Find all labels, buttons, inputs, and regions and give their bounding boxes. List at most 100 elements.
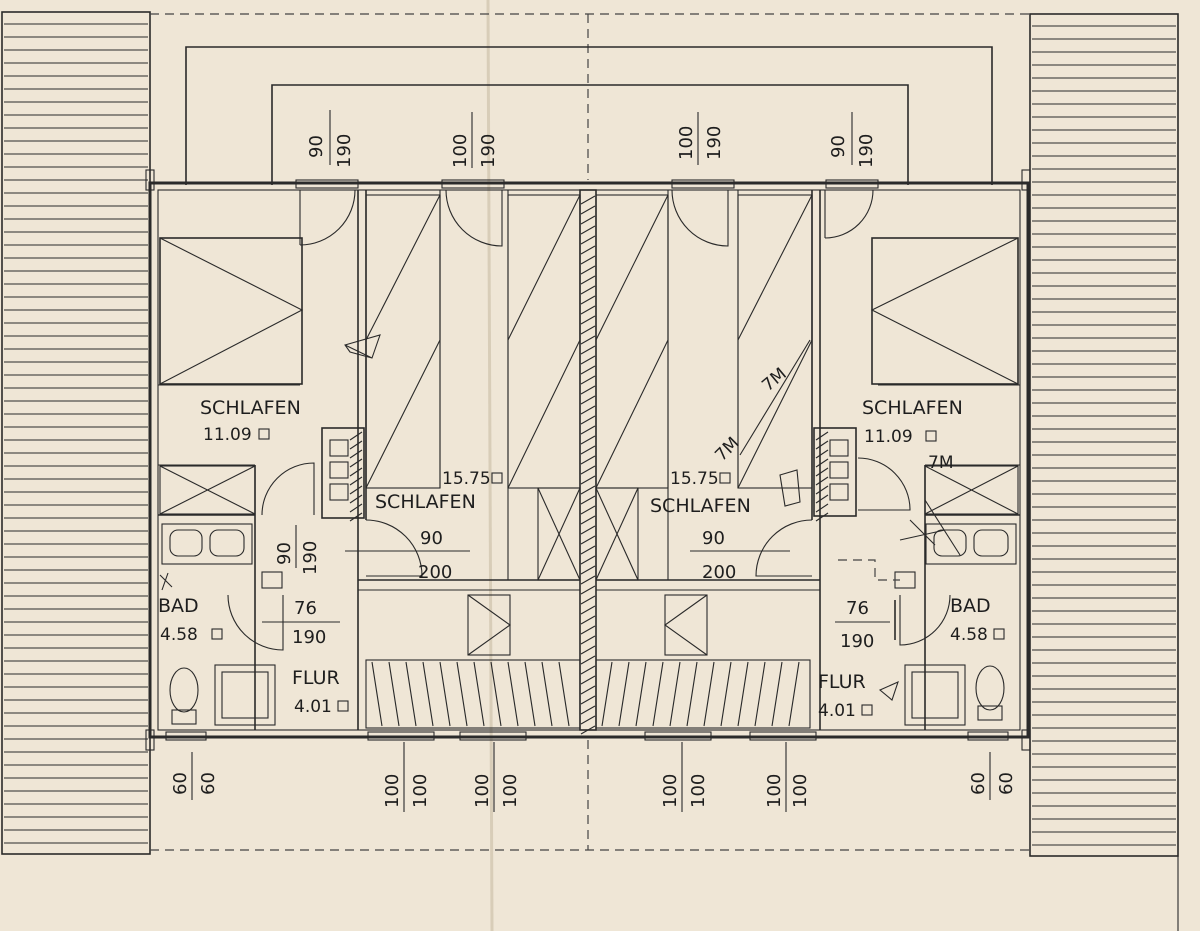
pencil-note-3: 7M — [711, 433, 743, 465]
wardrobe-right-1 — [595, 194, 669, 489]
paper-fold — [486, 0, 494, 931]
wall-hatch-line — [580, 225, 596, 235]
dim-flur-door-right: 76 190 — [835, 598, 890, 652]
wall-hatch-line — [580, 285, 596, 295]
wall-hatch-line — [580, 325, 596, 335]
stair-step — [388, 661, 400, 727]
wardrobe-left-1 — [365, 194, 441, 489]
stair-step — [771, 661, 783, 727]
wall-hatch-line — [580, 575, 596, 585]
wall-hatch-line — [580, 545, 596, 555]
wall-hatch-line — [580, 435, 596, 445]
room-schlafen-right-name: SCHLAFEN — [862, 397, 963, 419]
stair-step — [703, 661, 715, 727]
svg-text:190: 190 — [704, 126, 725, 160]
doors — [227, 189, 951, 651]
svg-text:190: 190 — [292, 627, 326, 648]
chimney-hatch-line — [349, 458, 363, 468]
sink-left — [161, 523, 253, 565]
wall-hatch-line — [580, 415, 596, 425]
roof-right — [1029, 13, 1179, 857]
chimney-hatch-line — [349, 512, 363, 522]
wall-hatch-line — [580, 635, 596, 645]
svg-text:90: 90 — [420, 528, 443, 549]
svg-text:60: 60 — [968, 772, 989, 795]
chimney-hatch-line — [349, 503, 363, 513]
chimney-right — [813, 427, 857, 522]
svg-text:100: 100 — [382, 774, 403, 808]
svg-text:190: 190 — [478, 134, 499, 168]
room-schlafen-kind-left-area: 15.75 — [442, 469, 491, 489]
pencil-marks — [159, 334, 961, 701]
svg-text:100: 100 — [500, 774, 521, 808]
dashed-outline — [150, 13, 1179, 931]
stair-step — [652, 661, 664, 727]
wall-hatch-line — [580, 695, 596, 705]
chimney-hatch-line — [349, 485, 363, 495]
wall-hatch-line — [580, 685, 596, 695]
svg-text:100: 100 — [688, 774, 709, 808]
party-wall — [579, 189, 597, 735]
wall-hatch-line — [580, 535, 596, 545]
wall-hatch-line — [580, 585, 596, 595]
stair-step — [456, 661, 468, 727]
wall-hatch-line — [580, 605, 596, 615]
wall-hatch-line — [580, 395, 596, 405]
stair-step — [686, 661, 698, 727]
chimney-hatch-line — [815, 458, 829, 468]
sqm-symbol — [211, 628, 223, 640]
stair-step — [473, 661, 485, 727]
dormer-outline — [185, 46, 993, 185]
chimney-hatch-line — [815, 467, 829, 477]
bed-right — [870, 237, 1019, 385]
chimney-hatch-line — [815, 440, 829, 450]
shower-left — [214, 664, 276, 726]
sqm-symbol — [491, 472, 503, 484]
wall-hatch-line — [580, 705, 596, 715]
wall-hatch-line — [580, 405, 596, 415]
wall-hatch-line — [580, 595, 596, 605]
stair-step — [737, 661, 749, 727]
room-flur-right-name: FLUR — [818, 671, 866, 693]
stairs-left — [365, 594, 581, 729]
wall-hatch-line — [580, 245, 596, 255]
svg-text:190: 190 — [856, 134, 877, 168]
wall-hatch-line — [580, 525, 596, 535]
stair-step — [669, 661, 681, 727]
sqm-symbol — [337, 700, 349, 712]
bed-left — [159, 237, 304, 385]
roof-left — [1, 11, 151, 855]
stair-step — [405, 661, 417, 727]
wall-hatch-line — [580, 555, 596, 565]
wall-hatch-line — [580, 665, 596, 675]
room-schlafen-kind-left-name: SCHLAFEN — [375, 491, 476, 513]
wall-hatch-line — [580, 485, 596, 495]
room-bad-right-area: 4.58 — [950, 625, 988, 645]
dim-top-4: 90 190 — [828, 112, 877, 168]
svg-text:90: 90 — [274, 542, 295, 565]
wall-hatch-line — [580, 725, 596, 735]
sqm-symbol — [258, 428, 270, 440]
shower-right — [904, 664, 966, 726]
room-schlafen-left-name: SCHLAFEN — [200, 397, 301, 419]
toilet-right — [975, 665, 1005, 721]
wall-hatch-line — [580, 305, 596, 315]
wall-hatch-line — [580, 365, 596, 375]
dim-bottom-1: 60 60 — [170, 752, 219, 800]
svg-text:190: 190 — [840, 631, 874, 652]
svg-text:100: 100 — [660, 774, 681, 808]
chimney-hatch-line — [815, 494, 829, 504]
wall-hatch-line — [580, 195, 596, 205]
dim-bottom-3: 100 100 — [472, 742, 521, 812]
sqm-symbol — [925, 430, 937, 442]
stair-step — [618, 661, 630, 727]
wall-hatch-line — [580, 375, 596, 385]
room-schlafen-kind-right-area: 15.75 — [670, 469, 719, 489]
svg-text:100: 100 — [472, 774, 493, 808]
wall-hatch-line — [580, 315, 596, 325]
dim-bottom-2: 100 100 — [382, 742, 431, 812]
sqm-symbol — [719, 472, 731, 484]
wall-hatch-line — [580, 475, 596, 485]
svg-text:90: 90 — [306, 135, 327, 158]
